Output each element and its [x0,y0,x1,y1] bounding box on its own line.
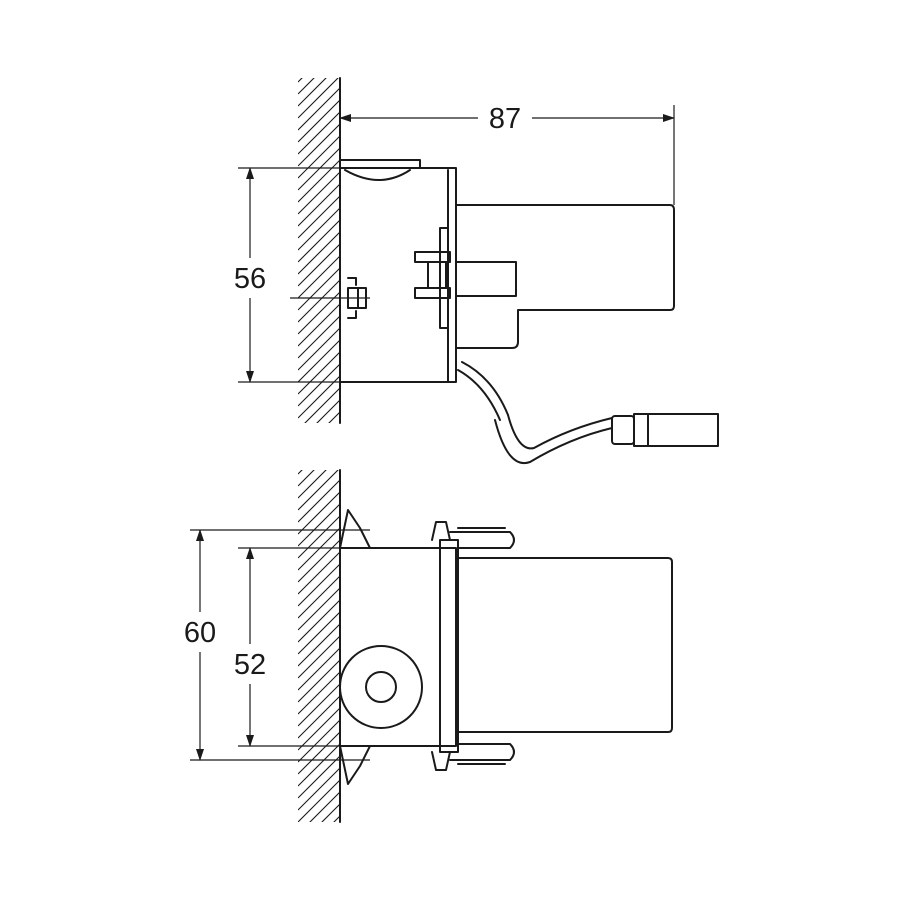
hatch-line [298,539,340,583]
mounting-box-side [339,159,457,383]
hatch-line [298,623,340,667]
hatch-line [298,303,340,347]
hatch-line [298,491,340,535]
sensor-housing-front [457,557,673,733]
spring-clip-top [431,521,515,549]
dimension-label-front-outer: 60 [184,617,216,649]
hatch-line [298,339,340,383]
hatch-line [298,470,327,499]
hatch-line [298,659,340,703]
hatch-line [298,87,340,131]
cable-and-plug [457,361,719,465]
hatch-line [298,363,340,407]
dimension-side-height: 56 [234,167,340,383]
hatch-line [298,647,340,691]
hatch-line [298,864,340,900]
spring-clip-bottom [431,743,515,771]
hatch-line [298,436,340,478]
hatch-line [298,78,327,107]
hatch-line [298,219,340,263]
hatch-line [298,587,340,631]
hatch-line [298,78,315,95]
hatch-line [298,683,340,727]
hatch-line [298,231,340,275]
hatch-line [328,411,340,423]
hatch-line [298,779,340,822]
hatch-line [298,171,340,215]
hatch-line [298,828,340,870]
hatch-line [298,267,340,311]
hatch-line [298,99,340,143]
hatch-line [298,470,303,475]
hatch-line [298,279,340,323]
round-outlet [339,645,423,729]
dimension-label-side-height: 56 [234,263,266,295]
hatch-line [298,671,340,715]
hatch-line [298,470,339,511]
hatch-line [333,815,340,822]
hatch-line [298,599,340,643]
hatch-line [298,78,303,83]
hatch-line [298,147,340,191]
hatch-line [298,327,340,371]
hatch-line [298,28,340,70]
wall-hatch-bottom [298,420,341,900]
hatch-line [316,399,340,423]
hatch-line [298,635,340,679]
mounting-box-front [339,509,459,785]
hatch-line [298,563,340,607]
dimension-label-depth: 87 [489,103,521,135]
sensor-housing-side [455,204,675,349]
hatch-line [298,78,339,119]
hatch-line [298,315,340,359]
hatch-line [298,479,340,523]
hatch-line [298,695,340,739]
hatch-line [298,123,340,167]
hatch-line [298,159,340,203]
hatch-line [298,243,340,287]
hatch-line [298,291,340,335]
hatch-line [304,387,340,423]
hatch-line [298,351,340,395]
dimension-label-front-inner: 52 [234,649,266,681]
hatch-line [298,424,340,466]
hatch-line [298,420,340,462]
hatch-line [298,707,340,751]
hatch-line [298,515,340,559]
hatch-line [298,255,340,299]
hatch-line [298,852,340,894]
connector-flange [414,227,517,329]
hatch-line [298,575,340,619]
hatch-line [298,840,340,882]
wall-hatch-top [298,28,341,514]
hatch-line [298,183,340,227]
hatch-line [298,767,340,811]
hatch-line [298,743,340,787]
hatch-line [298,470,315,487]
hatch-line [298,195,340,239]
hatch-line [298,460,340,502]
hatch-line [321,803,340,822]
hatch-line [309,791,340,822]
wall-clip [290,277,370,319]
hatch-line [298,503,340,547]
hatch-line [298,375,340,419]
hatch-line [298,207,340,251]
dimension-depth: 87 [339,103,675,205]
hatch-line [298,111,340,155]
hatch-line [298,527,340,571]
hatch-line [298,731,340,775]
dimension-front-inner: 52 [234,547,340,747]
dimension-front-outer: 60 [184,529,370,761]
hatch-line [298,551,340,595]
front-view: 60 52 [184,420,673,900]
hatch-line [298,135,340,179]
hatch-line [298,611,340,655]
hatch-line [298,719,340,763]
side-view: 87 56 [234,28,719,514]
hatch-line [298,472,340,514]
hatch-line [298,755,340,799]
hatch-line [298,448,340,490]
